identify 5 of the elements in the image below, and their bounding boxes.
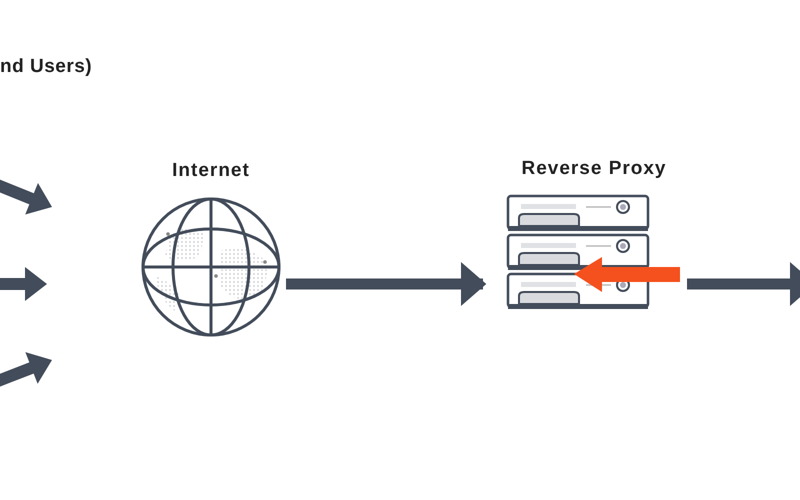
arrow: [687, 262, 800, 306]
node-title: Internet: [172, 160, 250, 182]
node-title: Reverse Proxy: [521, 158, 667, 180]
group-title: nd Users): [0, 56, 92, 78]
arrow: [286, 262, 486, 306]
